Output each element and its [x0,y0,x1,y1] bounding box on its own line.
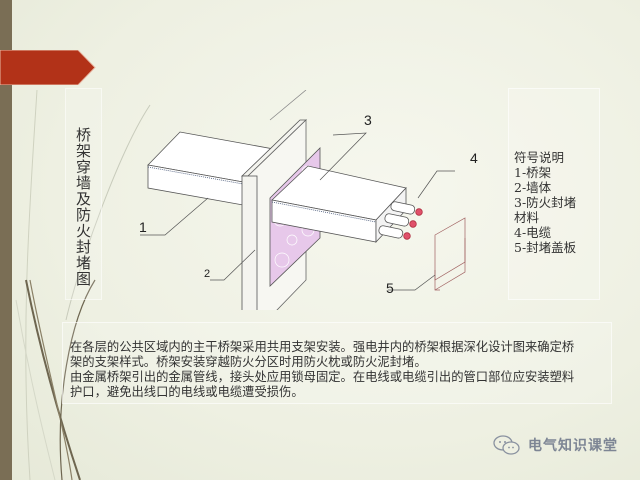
symbol-legend: 符号说明 1-桥架 2-墙体 3-防火封堵 材料 4-电缆 5-封堵盖板 [514,150,576,255]
description-line: 架的支架样式。桥架安装穿越防火分区时用防火枕或防火泥封堵。 [70,355,427,369]
description-frame [62,322,612,404]
cable-tray-wall-penetration-diagram [140,90,466,310]
cables [378,201,423,240]
watermark-text: 电气知识课堂 [528,438,618,454]
callout-4: 4 [470,150,478,166]
left-accent-bar [0,0,12,480]
legend-item: 3-防火封堵 [514,195,577,210]
callout-2: 2 [204,268,211,280]
legend-heading: 符号说明 [514,150,565,165]
description-line: 在各层的公共区域内的主干桥架采用共用支架安装。强电井内的桥架根据深化设计图来确定… [70,340,575,354]
description-line: 护口，避免出线口的电线或电缆遭受损伤。 [70,385,304,399]
seal-cover-plates [434,217,466,291]
legend-item: 2-墙体 [514,180,552,195]
callout-5: 5 [386,280,394,296]
callout-3: 3 [364,112,372,128]
slide-title: 桥架穿墙及防火封堵图 [74,127,92,287]
wechat-icon [493,435,520,455]
red-arrow-banner [0,50,96,85]
description-line: 由金属桥架引出的金属管线，接头处应用锁母固定。在电线或电缆引出的管口部位应安装塑… [70,370,575,384]
callout-1: 1 [139,219,147,235]
legend-item: 材料 [514,210,540,225]
legend-frame [508,88,600,300]
description-text: 在各层的公共区域内的主干桥架采用共用支架安装。强电井内的桥架根据深化设计图来确定… [70,340,610,400]
title-frame [65,88,102,300]
legend-item: 1-桥架 [514,165,552,180]
legend-item: 4-电缆 [514,225,552,240]
legend-item: 5-封堵盖板 [514,240,577,255]
watermark: 电气知识课堂 [492,434,618,456]
